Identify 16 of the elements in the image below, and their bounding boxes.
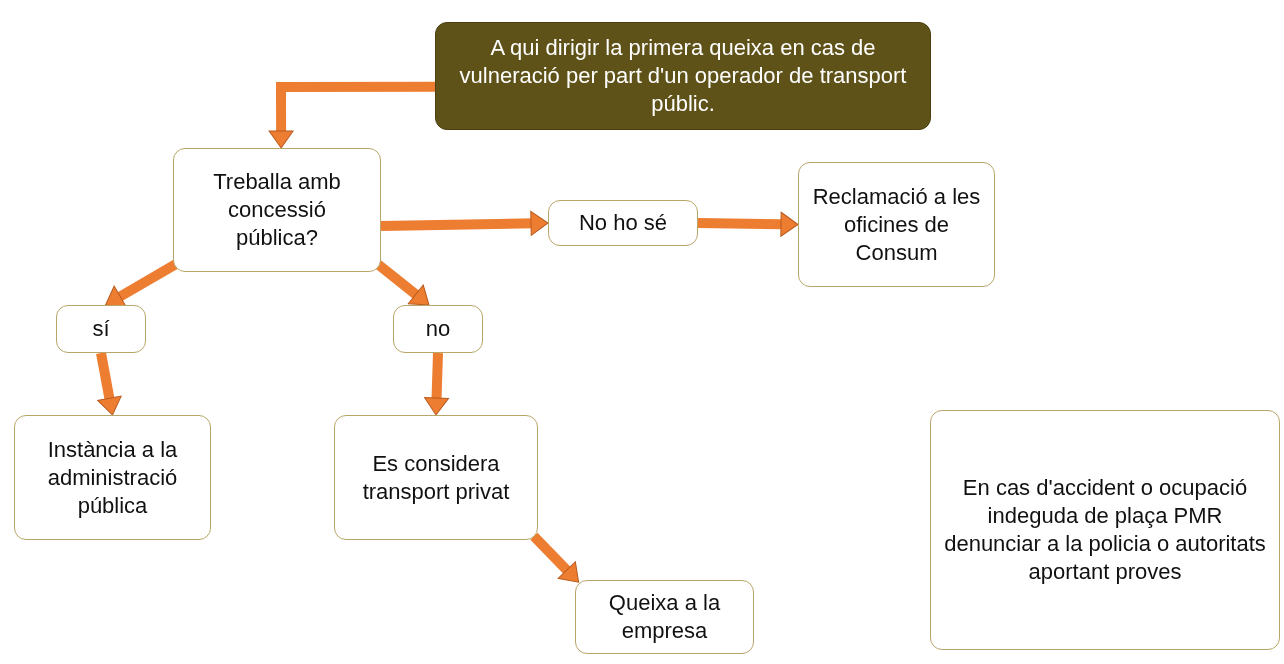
process-box: No ho sé [548,200,698,246]
block-arrow [268,81,435,149]
block-arrow [530,532,580,583]
block-arrow [424,352,450,416]
process-box: sí [56,305,146,353]
block-arrow [96,352,122,416]
block-arrow [380,210,549,236]
block-arrow [697,211,799,237]
process-box: En cas d'accident o ocupació indeguda de plaça PMR denunciar a la policia o autoritats aportant proves [930,410,1280,650]
title-box: A qui dirigir la primera queixa en cas de vulneració per part d'un operador de transport públic. [435,22,931,130]
process-box: Reclamació a les oficines de Consum [798,162,995,287]
process-box: no [393,305,483,353]
process-box: Es considera transport privat [334,415,538,540]
process-box: Treballa amb concessió pública? [173,148,381,272]
process-box: Instància a la administració pública [14,415,211,540]
process-box: Queixa a la empresa [575,580,754,654]
